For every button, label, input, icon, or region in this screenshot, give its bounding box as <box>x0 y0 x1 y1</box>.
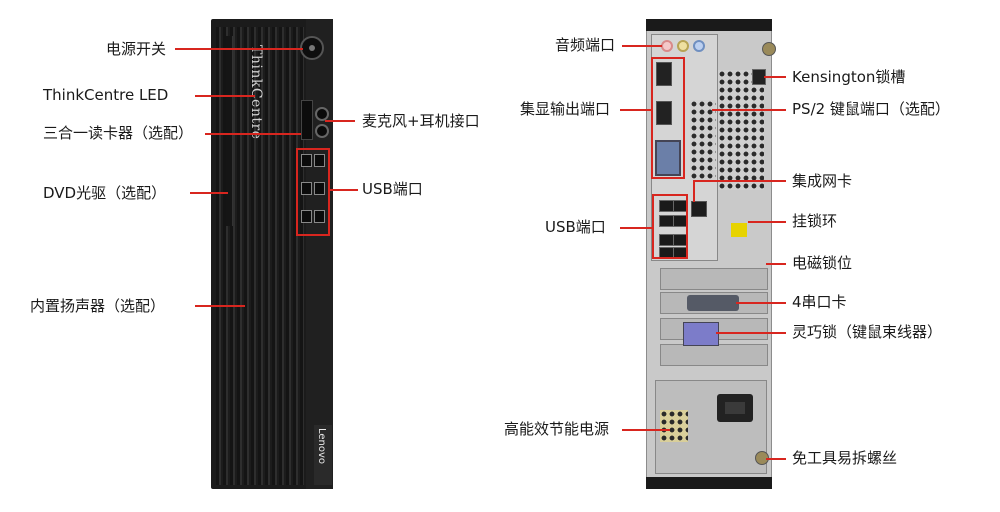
line-card-reader <box>205 133 301 135</box>
line-solenoid-lock <box>766 263 786 265</box>
headphone-jack <box>315 124 329 138</box>
line-cable-lock <box>716 332 786 334</box>
line-padlock-loop <box>748 221 786 223</box>
label-card-reader: 三合一读卡器（选配） <box>43 124 193 142</box>
label-psu: 高能效节能电源 <box>504 420 609 438</box>
line-dvd-drive <box>190 192 228 194</box>
label-audio-ports: 音频端口 <box>555 36 615 54</box>
expansion-slot <box>660 344 768 366</box>
rear-vent-io <box>690 100 716 180</box>
label-dvd-drive: DVD光驱（选配） <box>43 184 166 202</box>
line-internal-speaker <box>195 305 245 307</box>
audio-jack-green <box>677 40 689 52</box>
label-internal-speaker: 内置扬声器（选配） <box>30 297 165 315</box>
line-ps2 <box>712 109 786 111</box>
serial-card-connector <box>687 295 739 311</box>
label-solenoid-lock: 电磁锁位 <box>792 254 852 272</box>
label-ps2: PS/2 键鼠端口（选配） <box>792 100 950 118</box>
label-rear-usb: USB端口 <box>545 218 606 236</box>
line-nic <box>694 180 786 182</box>
audio-jack-blue <box>693 40 705 52</box>
line-serial-card <box>736 302 786 304</box>
line-audio-ports <box>622 45 662 47</box>
padlock-screw <box>762 42 776 56</box>
line-display-out <box>620 109 652 111</box>
ac-power-inlet <box>717 394 753 422</box>
audio-jack-pink <box>661 40 673 52</box>
psu-vent <box>660 410 688 442</box>
line-psu <box>622 429 670 431</box>
lenovo-logo: Lenovo <box>314 425 332 485</box>
thinkcentre-brand-led: ThinkCentre <box>248 45 264 139</box>
label-kensington: Kensington锁槽 <box>792 68 905 86</box>
rear-usb-callout-box <box>652 194 688 259</box>
power-button[interactable] <box>300 36 324 60</box>
label-padlock-loop: 挂锁环 <box>792 212 837 230</box>
mic-jack <box>315 107 329 121</box>
display-out-callout-box <box>651 57 685 179</box>
card-reader-slot <box>301 100 313 140</box>
label-serial-card: 4串口卡 <box>792 293 847 311</box>
line-rear-usb <box>620 227 653 229</box>
line-power-switch <box>175 48 303 50</box>
label-thinkcentre-led: ThinkCentre LED <box>43 86 168 104</box>
rear-top-cover <box>646 19 772 31</box>
line-thinkcentre-led <box>195 95 255 97</box>
line-kensington <box>764 76 786 78</box>
label-cable-lock: 灵巧锁（键鼠束线器） <box>792 323 942 341</box>
line-mic-headphone <box>325 120 355 122</box>
rear-vent-upper <box>718 70 764 190</box>
dvd-drive-bay <box>226 36 233 226</box>
label-toolless-screws: 免工具易拆螺丝 <box>792 449 897 467</box>
label-mic-headphone: 麦克风+耳机接口 <box>362 112 480 130</box>
label-power-switch: 电源开关 <box>60 40 166 58</box>
expansion-slot <box>660 268 768 290</box>
front-usb-callout-box <box>296 148 330 236</box>
line-front-usb <box>330 189 358 191</box>
label-display-out: 集显输出端口 <box>520 100 610 118</box>
ethernet-port <box>691 201 707 217</box>
cable-lock-block <box>683 322 719 346</box>
front-io-panel <box>306 19 333 489</box>
label-front-usb: USB端口 <box>362 180 423 198</box>
padlock-loop-warning <box>731 223 747 237</box>
label-nic: 集成网卡 <box>792 172 852 190</box>
line-toolless-screws <box>766 458 786 460</box>
line-nic-vertical <box>693 180 695 202</box>
rear-bottom-cover <box>646 477 772 489</box>
